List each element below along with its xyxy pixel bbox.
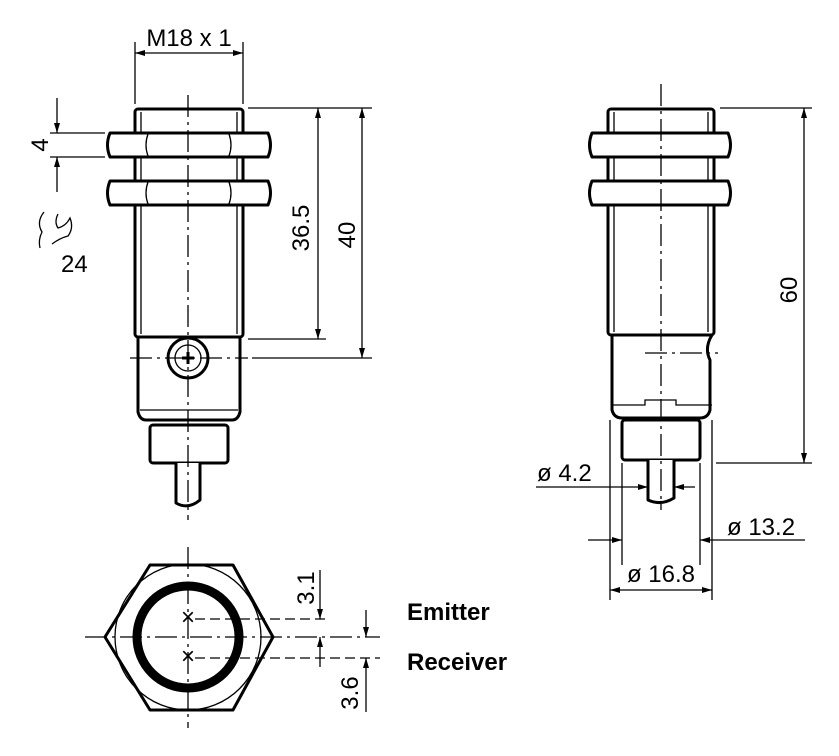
emitter-marker: × bbox=[181, 604, 195, 631]
housing-diameter-label: ø 16.8 bbox=[627, 561, 695, 588]
cable-diameter-label: ø 4.2 bbox=[537, 460, 592, 487]
nut-upper bbox=[106, 131, 272, 159]
connector bbox=[148, 423, 230, 465]
front-view: 60 ø 4.2 ø 13.2 ø 16.8 bbox=[536, 84, 812, 600]
connector-diameter-label: ø 13.2 bbox=[727, 514, 795, 541]
thread-label: M18 x 1 bbox=[146, 25, 231, 52]
wrench-icon bbox=[38, 211, 73, 249]
receiver-marker: × bbox=[181, 643, 195, 670]
side-view: M18 x 1 36.5 40 4 24 bbox=[27, 25, 372, 520]
receiver-offset-label: 3.6 bbox=[337, 676, 364, 709]
thread-length-label: 36.5 bbox=[288, 205, 315, 252]
nut-thickness-label: 4 bbox=[27, 138, 54, 151]
lower-housing bbox=[610, 333, 714, 420]
total-length-label: 60 bbox=[776, 277, 803, 304]
nut-lower bbox=[588, 179, 732, 207]
emitter-offset-label: 3.1 bbox=[293, 571, 320, 604]
nut-upper bbox=[588, 131, 732, 159]
optical-axis-length-label: 40 bbox=[334, 222, 361, 249]
emitter-label: Emitter bbox=[407, 599, 490, 626]
wrench-size-label: 24 bbox=[61, 251, 88, 278]
nut-lower bbox=[106, 179, 272, 207]
bottom-view: × × 3.1 3.6 Emitter Receiver bbox=[85, 547, 507, 728]
receiver-label: Receiver bbox=[407, 649, 507, 676]
